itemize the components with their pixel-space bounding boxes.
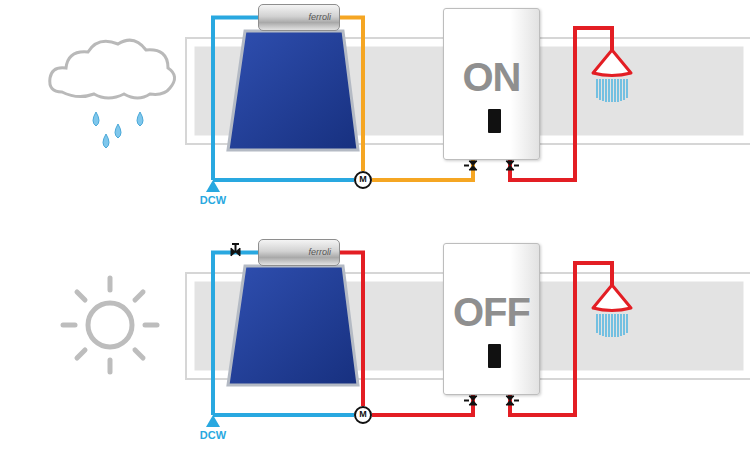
inlet-triangle (206, 415, 220, 427)
cold-water-inlet: DCW (196, 180, 231, 210)
drawing-part (93, 112, 143, 148)
boiler-valve (506, 396, 514, 405)
status-label: OFF (453, 290, 530, 334)
drawing-part (108, 278, 113, 290)
drawing-part (63, 323, 75, 328)
water-pipe (372, 395, 473, 415)
mixing-valve: M (354, 406, 372, 424)
drawing-part (135, 292, 143, 300)
inlet-label: DCW (200, 429, 226, 441)
storage-tank: ferroli (258, 239, 340, 266)
drawing-part (108, 360, 113, 372)
control-display (488, 344, 501, 368)
valve-label: M (359, 175, 367, 185)
water-pipe (372, 160, 473, 180)
boiler-unit: ON (443, 8, 540, 160)
water-pipe (213, 413, 354, 417)
boiler-valve (469, 161, 477, 170)
inlet-triangle (206, 415, 220, 427)
status-label: ON (463, 55, 521, 99)
brand-label: ferroli (308, 248, 331, 258)
drawing-part (135, 350, 143, 358)
valve-handle (514, 400, 519, 402)
water-pipe (340, 253, 363, 407)
valve-handle (235, 244, 237, 252)
drawing-part (93, 112, 99, 126)
water-pipe (213, 18, 258, 181)
drawing-part (88, 303, 132, 347)
drawing-part (103, 134, 109, 148)
valve-label: M (359, 410, 367, 420)
inlet-label: DCW (200, 194, 226, 206)
sun (63, 278, 157, 372)
rain-cloud (50, 40, 175, 148)
water-pipe (340, 18, 363, 172)
valve-handle (232, 243, 239, 245)
control-display (488, 109, 501, 133)
water-pipe (213, 178, 354, 182)
drawing-part (137, 112, 143, 126)
drawing-part (50, 40, 175, 98)
inlet-triangle (206, 180, 220, 192)
boiler-unit: OFF (443, 243, 540, 395)
inlet-triangle (206, 180, 220, 192)
valve-handle (464, 165, 469, 167)
brand-label: ferroli (308, 13, 331, 23)
drawing-part (77, 292, 85, 300)
mixing-valve: M (354, 171, 372, 189)
drawing-part (77, 350, 85, 358)
boiler-valve (506, 161, 514, 170)
drawing-part (115, 124, 121, 138)
cold-water-inlet: DCW (196, 415, 231, 445)
valve-handle (514, 165, 519, 167)
storage-tank: ferroli (258, 4, 340, 31)
boiler-valve (469, 396, 477, 405)
drawing-part (145, 323, 157, 328)
water-pipe (213, 253, 258, 416)
valve-handle (464, 400, 469, 402)
